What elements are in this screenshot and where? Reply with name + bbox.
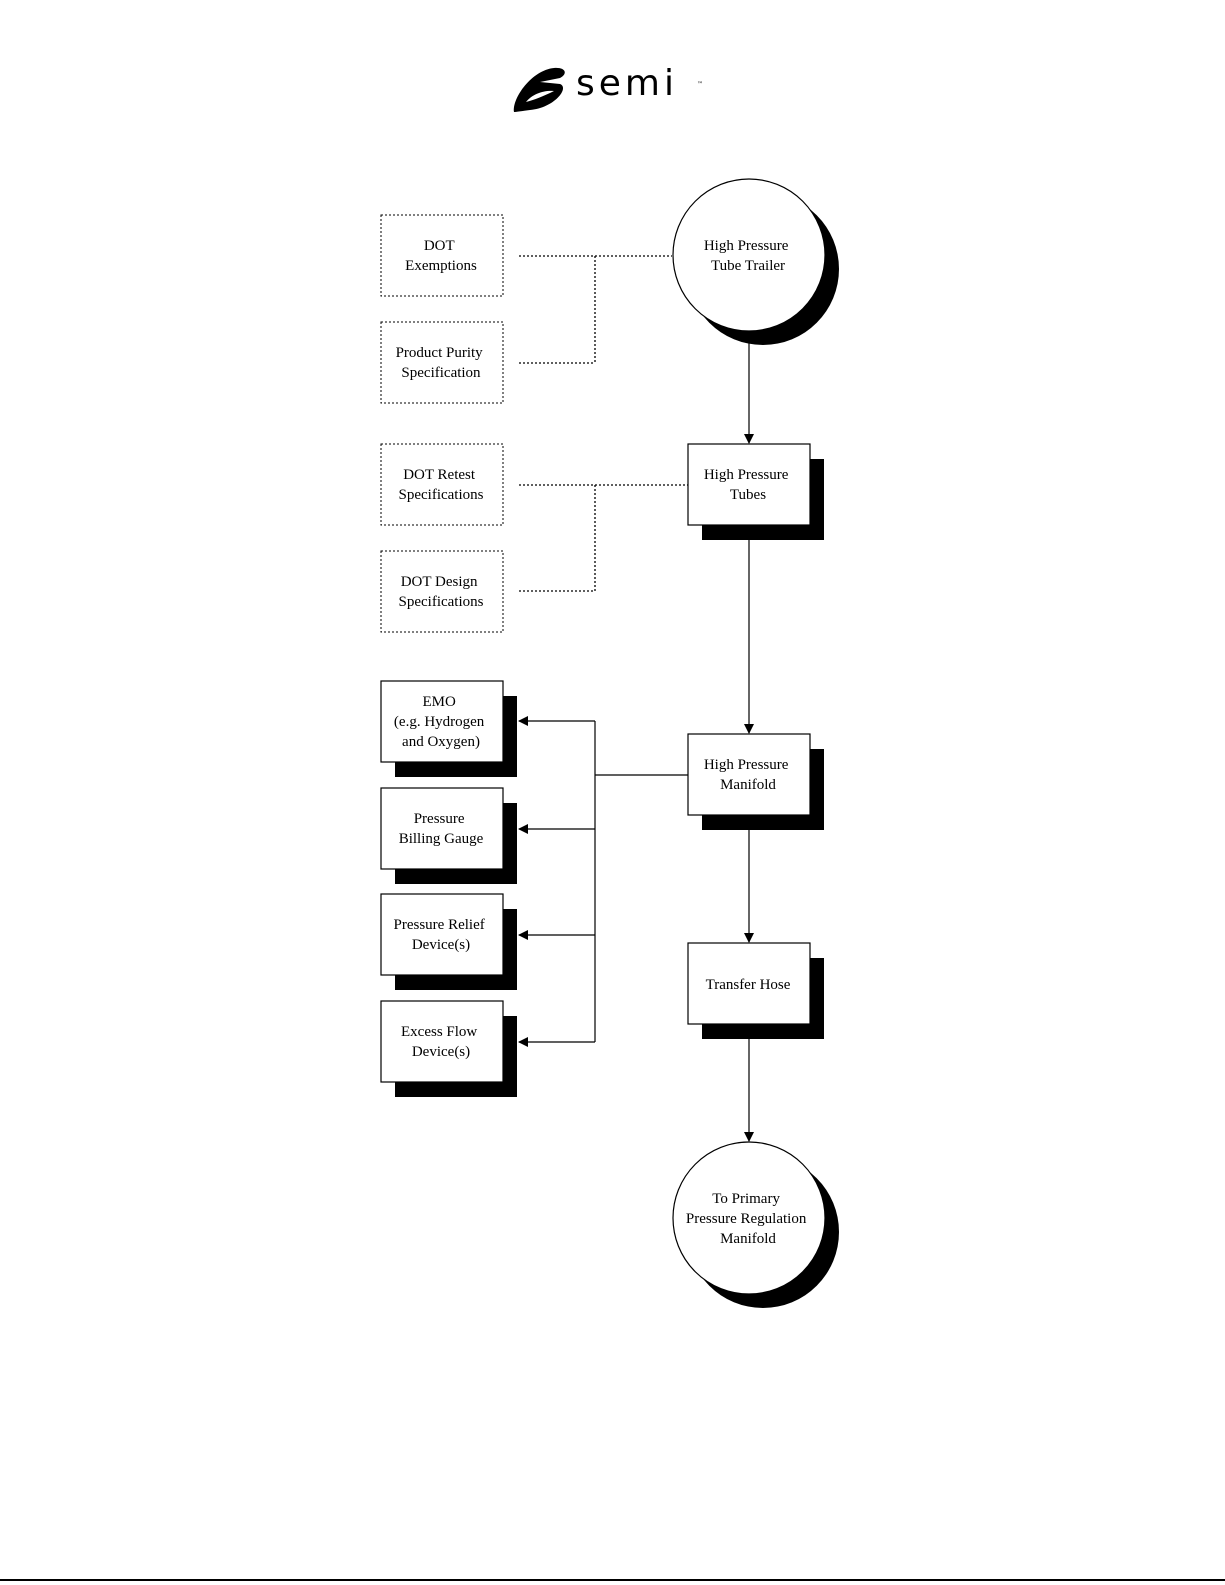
node-billing-gauge-label: Pressure Billing Gauge	[399, 811, 484, 847]
node-transfer-hose-line-1: Transfer Hose	[706, 977, 791, 993]
node-manifold-label: High Pressure Manifold	[704, 757, 792, 793]
node-dot-exemptions-line-1: DOT	[424, 238, 455, 254]
node-relief-device: Pressure Relief Device(s)	[380, 893, 517, 990]
node-excess-flow-label: Excess Flow Device(s)	[401, 1024, 481, 1060]
node-excess-flow-line-1: Excess Flow	[401, 1024, 477, 1040]
node-dot-exemptions-line-2: Exemptions	[405, 258, 477, 274]
node-excess-flow: Excess Flow Device(s)	[380, 1000, 517, 1097]
node-relief-device-label: Pressure Relief Device(s)	[394, 917, 489, 953]
node-emo-line-1: EMO	[422, 694, 456, 710]
node-relief-device-line-1: Pressure Relief	[394, 917, 485, 933]
node-dot-design-label: DOT Design Specifications	[399, 574, 484, 610]
node-dot-design-line-1: DOT Design	[401, 574, 478, 590]
node-emo-label: EMO (e.g. Hydrogen and Oxygen)	[394, 694, 488, 750]
node-primary-manifold-line-3: Manifold	[720, 1231, 776, 1247]
node-emo-line-2: (e.g. Hydrogen	[394, 714, 485, 730]
node-manifold-line-2: Manifold	[720, 777, 776, 793]
node-tubes-line-1: High Pressure	[704, 467, 789, 483]
node-tube-trailer-line-1: High Pressure	[704, 238, 789, 254]
node-dot-exemptions: DOT Exemptions	[380, 214, 504, 297]
node-emo: EMO (e.g. Hydrogen and Oxygen)	[380, 680, 517, 777]
node-billing-gauge-line-2: Billing Gauge	[399, 831, 484, 847]
node-emo-line-3: and Oxygen)	[402, 734, 480, 750]
node-billing-gauge-line-1: Pressure	[414, 811, 465, 827]
node-dot-retest-line-1: DOT Retest	[403, 467, 476, 483]
node-excess-flow-line-2: Device(s)	[412, 1044, 470, 1060]
node-manifold: High Pressure Manifold	[687, 733, 824, 830]
node-dot-exemptions-label: DOT Exemptions	[405, 238, 477, 274]
page-bottom-rule	[0, 1579, 1225, 1581]
node-relief-device-line-2: Device(s)	[412, 937, 470, 953]
node-product-purity-line-2: Specification	[401, 365, 481, 381]
node-transfer-hose: Transfer Hose	[687, 942, 824, 1039]
node-tubes-line-2: Tubes	[730, 487, 766, 503]
logo-text: semi	[576, 63, 678, 104]
node-primary-manifold-line-2: Pressure Regulation	[686, 1211, 807, 1227]
node-tube-trailer: High Pressure Tube Trailer	[672, 178, 839, 345]
node-dot-retest-label: DOT Retest Specifications	[399, 467, 484, 503]
node-transfer-hose-label: Transfer Hose	[706, 977, 791, 993]
node-tube-trailer-label: High Pressure Tube Trailer	[704, 238, 792, 274]
node-billing-gauge: Pressure Billing Gauge	[380, 787, 517, 884]
node-tube-trailer-line-2: Tube Trailer	[711, 258, 785, 274]
node-manifold-line-1: High Pressure	[704, 757, 789, 773]
manifold-branch-connectors	[518, 716, 688, 1047]
node-primary-manifold-label: To Primary Pressure Regulation Manifold	[686, 1191, 810, 1247]
node-tubes: High Pressure Tubes	[687, 443, 824, 540]
node-product-purity: Product Purity Specification	[380, 321, 504, 404]
connector-spec-trailer	[519, 255, 672, 364]
node-primary-manifold: To Primary Pressure Regulation Manifold	[672, 1141, 839, 1308]
semi-swoosh-icon	[513, 67, 565, 112]
semi-logo: semi ™	[510, 64, 710, 116]
node-product-purity-line-1: Product Purity	[396, 345, 484, 361]
node-dot-retest: DOT Retest Specifications	[380, 443, 504, 526]
logo-trademark: ™	[697, 81, 703, 88]
node-product-purity-label: Product Purity Specification	[396, 345, 487, 381]
node-primary-manifold-line-1: To Primary	[712, 1191, 780, 1207]
node-dot-design-line-2: Specifications	[399, 594, 484, 610]
connector-spec-tubes	[519, 484, 688, 592]
node-dot-retest-line-2: Specifications	[399, 487, 484, 503]
node-dot-design: DOT Design Specifications	[380, 550, 504, 633]
node-tubes-label: High Pressure Tubes	[704, 467, 792, 503]
